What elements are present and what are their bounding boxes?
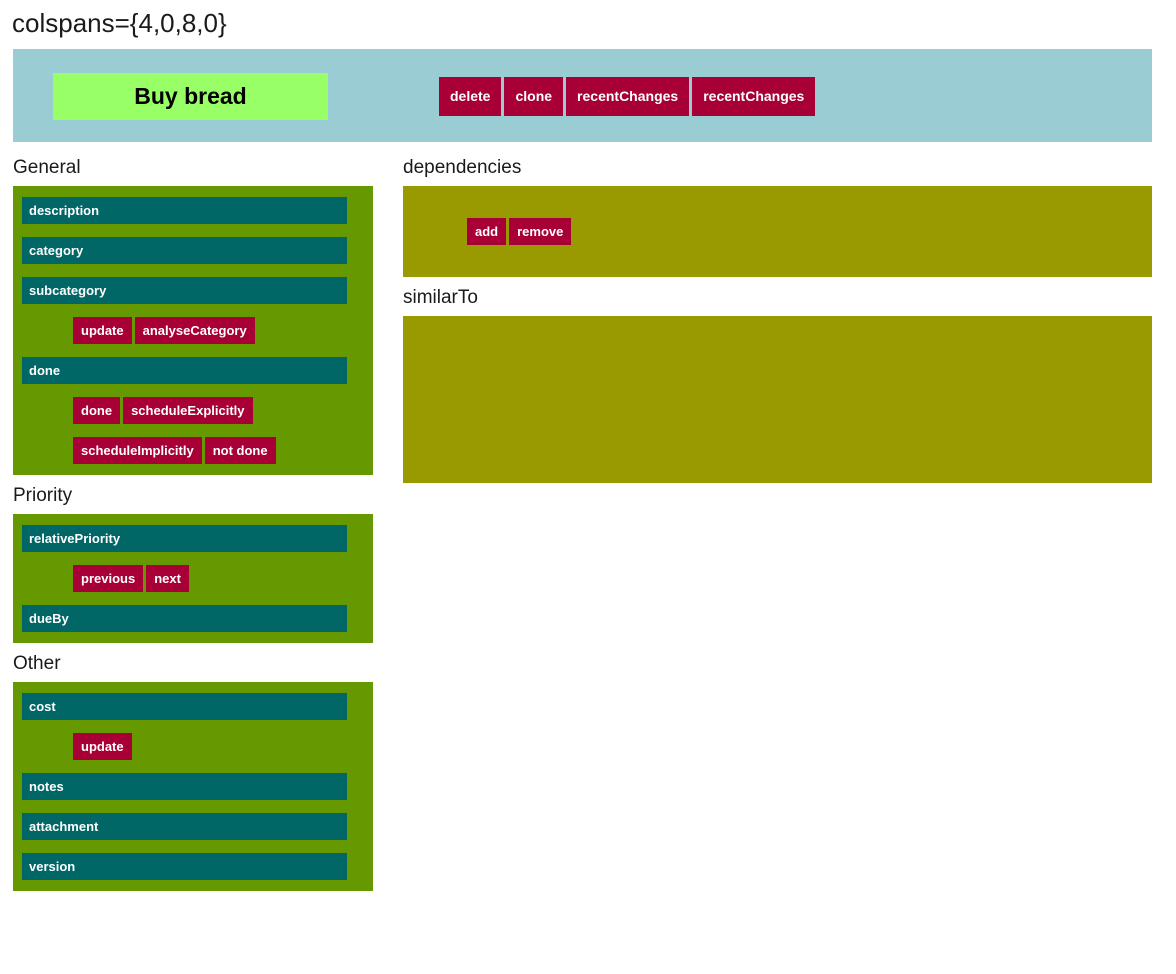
left-column: General description category subcategory… xyxy=(0,155,390,891)
banner-action-bar: delete clone recentChanges recentChanges xyxy=(439,77,816,116)
group-panel-other: cost update notes attachment version xyxy=(13,682,373,891)
update-category-button[interactable]: update xyxy=(73,317,132,344)
button-row-schedule-actions: scheduleImplicitly not done xyxy=(73,437,373,464)
relation-panel-dependencies: add remove xyxy=(403,186,1152,277)
button-row-done-actions: done scheduleExplicitly xyxy=(73,397,373,424)
group-label-similar-to: similarTo xyxy=(403,287,478,308)
field-relative-priority[interactable]: relativePriority xyxy=(22,525,347,552)
field-cost[interactable]: cost xyxy=(22,693,347,720)
group-label-general: General xyxy=(13,157,81,178)
field-attachment[interactable]: attachment xyxy=(22,813,347,840)
group-panel-priority: relativePriority previous next dueBy xyxy=(13,514,373,643)
button-row-cost-actions: update xyxy=(73,733,373,760)
entity-banner: Buy bread delete clone recentChanges rec… xyxy=(13,49,1152,142)
button-row-dependency-actions: add remove xyxy=(403,186,1152,277)
schedule-explicitly-button[interactable]: scheduleExplicitly xyxy=(123,397,253,424)
field-done[interactable]: done xyxy=(22,357,347,384)
button-row-category-actions: update analyseCategory xyxy=(73,317,373,344)
recent-changes-button-1[interactable]: recentChanges xyxy=(566,77,690,116)
recent-changes-button-2[interactable]: recentChanges xyxy=(692,77,816,116)
add-dependency-button[interactable]: add xyxy=(467,218,507,245)
page-title: colspans={4,0,8,0} xyxy=(12,8,227,38)
group-label-dependencies: dependencies xyxy=(403,157,522,178)
remove-dependency-button[interactable]: remove xyxy=(509,218,572,245)
schedule-implicitly-button[interactable]: scheduleImplicitly xyxy=(73,437,202,464)
clone-button[interactable]: clone xyxy=(504,77,564,116)
update-cost-button[interactable]: update xyxy=(73,733,132,760)
group-label-other: Other xyxy=(13,653,61,674)
relation-panel-similar-to xyxy=(403,316,1152,483)
group-label-priority: Priority xyxy=(13,485,73,506)
button-row-priority-actions: previous next xyxy=(73,565,373,592)
right-column: dependencies add remove similarTo xyxy=(390,155,1176,483)
done-button[interactable]: done xyxy=(73,397,121,424)
group-panel-general: description category subcategory update … xyxy=(13,186,373,475)
delete-button[interactable]: delete xyxy=(439,77,502,116)
field-description[interactable]: description xyxy=(22,197,347,224)
previous-button[interactable]: previous xyxy=(73,565,144,592)
field-version[interactable]: version xyxy=(22,853,347,880)
field-due-by[interactable]: dueBy xyxy=(22,605,347,632)
field-category[interactable]: category xyxy=(22,237,347,264)
not-done-button[interactable]: not done xyxy=(204,437,276,464)
analyse-category-button[interactable]: analyseCategory xyxy=(134,317,255,344)
field-notes[interactable]: notes xyxy=(22,773,347,800)
entity-title: Buy bread xyxy=(53,73,328,120)
field-subcategory[interactable]: subcategory xyxy=(22,277,347,304)
next-button[interactable]: next xyxy=(146,565,189,592)
similar-to-empty-area xyxy=(403,316,1152,483)
